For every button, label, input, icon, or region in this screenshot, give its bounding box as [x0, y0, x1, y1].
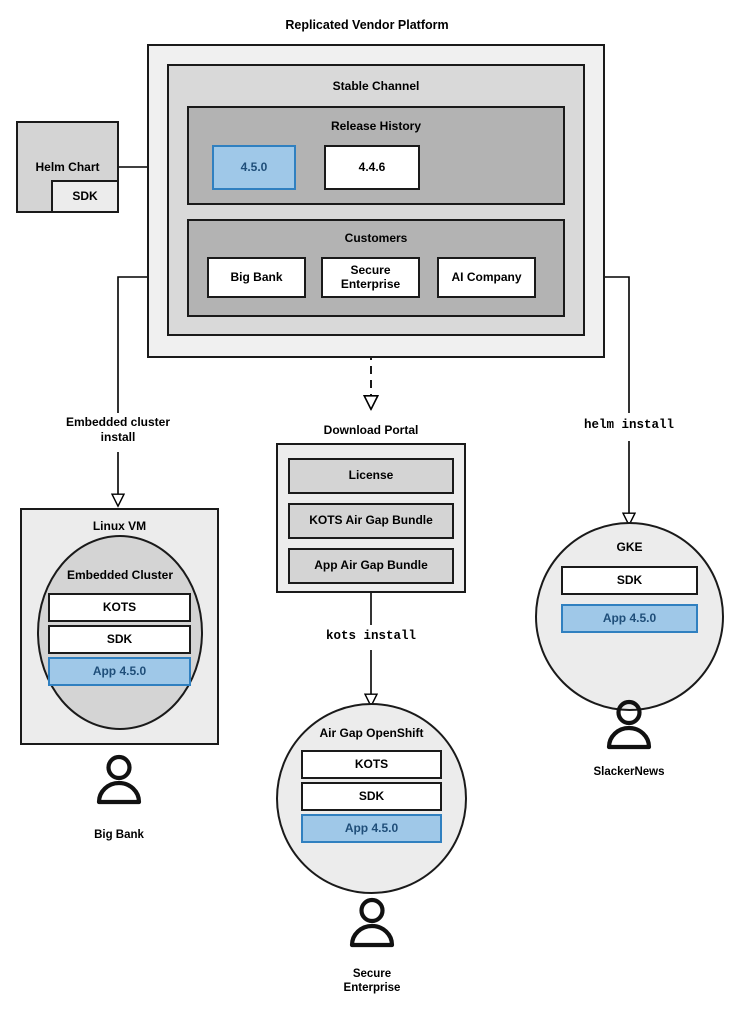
helm-chart-label: Helm Chart — [35, 160, 100, 174]
linux-vm-component-kots[interactable]: KOTS — [48, 593, 191, 622]
customer-ai-company[interactable]: AI Company — [437, 257, 536, 298]
actor-slackernews-label: SlackerNews — [593, 766, 665, 778]
release-history-title: Release History — [330, 119, 422, 133]
customer-big-bank[interactable]: Big Bank — [207, 257, 306, 298]
release-4-4-6[interactable]: 4.4.6 — [324, 145, 420, 190]
gke-component-app[interactable]: App 4.5.0 — [561, 604, 698, 633]
release-4-5-0[interactable]: 4.5.0 — [212, 145, 296, 190]
helm-chart-sdk-box[interactable]: SDK — [51, 180, 119, 213]
actor-secure-enterprise-label: Secure Enterprise — [343, 968, 401, 995]
air-gap-openshift-title: Air Gap OpenShift — [319, 726, 424, 740]
actor-big-bank-icon — [96, 754, 142, 805]
customer-secure-enterprise-label: Secure Enterprise — [340, 262, 401, 291]
helm-install-label: helm install — [583, 418, 674, 432]
gke-component-sdk[interactable]: SDK — [561, 566, 698, 595]
embedded-cluster-title: Embedded Cluster — [66, 568, 174, 582]
download-portal-artifact-app-bundle[interactable]: App Air Gap Bundle — [288, 548, 454, 584]
embedded-cluster-install-label: Embedded cluster install — [65, 415, 171, 444]
gke-title: GKE — [616, 540, 643, 554]
customer-secure-enterprise[interactable]: Secure Enterprise — [321, 257, 420, 298]
air-gap-component-sdk[interactable]: SDK — [301, 782, 442, 811]
customers-title: Customers — [344, 231, 408, 245]
linux-vm-component-app[interactable]: App 4.5.0 — [48, 657, 191, 686]
actor-big-bank-label: Big Bank — [94, 829, 144, 841]
linux-vm-component-sdk[interactable]: SDK — [48, 625, 191, 654]
download-portal-artifact-kots-bundle[interactable]: KOTS Air Gap Bundle — [288, 503, 454, 539]
actor-secure-enterprise-icon — [349, 897, 395, 948]
kots-install-label: kots install — [325, 629, 416, 643]
air-gap-component-kots[interactable]: KOTS — [301, 750, 442, 779]
diagram-title: Replicated Vendor Platform — [285, 18, 449, 32]
stable-channel-title: Stable Channel — [332, 79, 420, 93]
linux-vm-title: Linux VM — [92, 519, 147, 533]
air-gap-component-app[interactable]: App 4.5.0 — [301, 814, 442, 843]
download-portal-title: Download Portal — [323, 423, 419, 437]
actor-slackernews-icon — [606, 699, 652, 750]
download-portal-artifact-license[interactable]: License — [288, 458, 454, 494]
